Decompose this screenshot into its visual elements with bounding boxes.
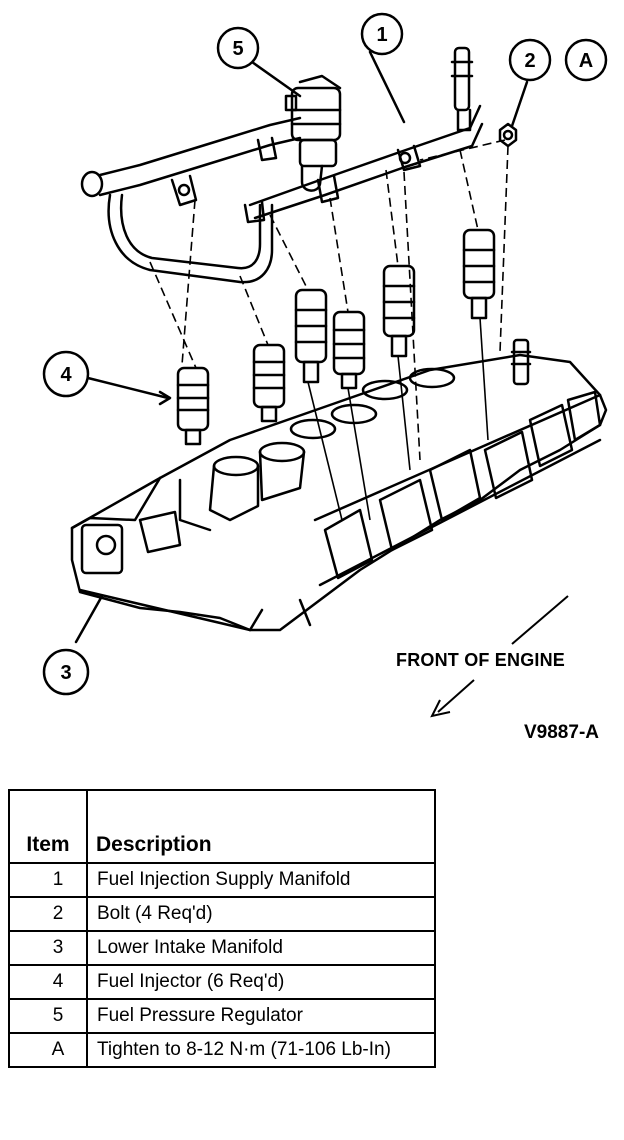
description-cell: Tighten to 8-12 N·m (71-106 Lb-In) (86, 1032, 436, 1068)
lower-intake-manifold (70, 338, 608, 632)
svg-text:4: 4 (60, 364, 72, 386)
svg-text:1: 1 (376, 24, 387, 46)
item-cell: 2 (8, 896, 88, 932)
table-row: 1 Fuel Injection Supply Manifold (8, 862, 436, 898)
fuel-injection-supply-manifold (80, 46, 484, 284)
item-cell: 5 (8, 998, 88, 1034)
exploded-diagram: 1 2 A 3 4 5 (42, 12, 608, 718)
figure-id: V9887-A (524, 722, 599, 743)
callout-5: 5 (216, 26, 260, 70)
description-cell: Fuel Injection Supply Manifold (86, 862, 436, 898)
item-column-header: Item (8, 789, 88, 864)
fuel-injector (332, 310, 366, 390)
item-cell: 1 (8, 862, 88, 898)
description-cell: Fuel Pressure Regulator (86, 998, 436, 1034)
table-row: 5 Fuel Pressure Regulator (8, 998, 436, 1034)
svg-text:A: A (579, 50, 593, 72)
fuel-injector (252, 343, 286, 423)
bolt (498, 122, 518, 148)
table-row: 3 Lower Intake Manifold (8, 930, 436, 966)
front-direction-arrow (430, 595, 569, 718)
item-cell: 3 (8, 930, 88, 966)
table-row: 2 Bolt (4 Req'd) (8, 896, 436, 932)
table-row: A Tighten to 8-12 N·m (71-106 Lb-In) (8, 1032, 436, 1068)
fuel-pressure-regulator (284, 74, 342, 192)
assembly-guide-lines (149, 139, 509, 461)
description-cell: Fuel Injector (6 Req'd) (86, 964, 436, 1000)
fuel-injector (176, 366, 210, 446)
callout-1: 1 (360, 12, 404, 56)
legend-header-row: Item Description (8, 789, 436, 864)
svg-text:3: 3 (60, 662, 71, 684)
fuel-injector (294, 288, 328, 384)
callout-2: 2 (508, 38, 552, 82)
svg-text:2: 2 (524, 50, 535, 72)
callout-4: 4 (42, 350, 90, 398)
front-of-engine-label: FRONT OF ENGINE (396, 650, 565, 670)
callout-a: A (564, 38, 608, 82)
legend-table: Item Description 1 Fuel Injection Supply… (8, 789, 436, 1068)
table-row: 4 Fuel Injector (6 Req'd) (8, 964, 436, 1000)
description-column-header: Description (86, 789, 436, 864)
svg-text:5: 5 (232, 38, 243, 60)
description-cell: Lower Intake Manifold (86, 930, 436, 966)
item-cell: 4 (8, 964, 88, 1000)
item-cell: A (8, 1032, 88, 1068)
callout-3: 3 (42, 648, 90, 696)
fuel-injector (462, 228, 496, 320)
fuel-injector (382, 264, 416, 358)
description-cell: Bolt (4 Req'd) (86, 896, 436, 932)
